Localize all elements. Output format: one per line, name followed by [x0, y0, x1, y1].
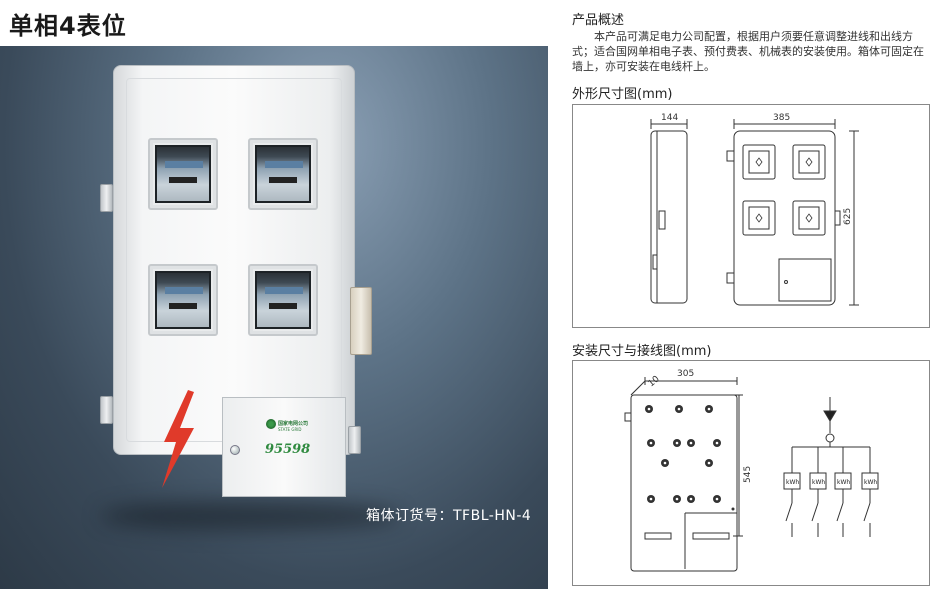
logo-company: 国家电网公司 — [278, 421, 309, 427]
hinge-bottom — [100, 396, 113, 424]
meter-label — [265, 287, 303, 294]
logo-company-en: STATE GRID — [278, 427, 302, 432]
side-latch — [350, 287, 372, 355]
meter-1 — [155, 145, 211, 203]
meter-label — [265, 161, 303, 168]
state-grid-logo-icon — [266, 419, 276, 429]
meter-window-1 — [148, 138, 218, 210]
logo-hotline: 95598 — [265, 442, 311, 457]
outline-height-dim: 625 — [843, 208, 853, 225]
meter-2 — [255, 145, 311, 203]
meter-label — [165, 287, 203, 294]
hinge-top — [100, 184, 113, 212]
install-offset-dim: 10 — [647, 374, 662, 389]
kwh-label-2: kWh — [812, 479, 825, 486]
outline-drawing-svg: 144 385 625 — [650, 113, 859, 306]
overview-heading: 产品概述 — [572, 13, 625, 28]
box-inner-frame — [126, 78, 342, 442]
outline-width-dim: 385 — [773, 113, 790, 123]
overview-text: 本产品可满足电力公司配置，根据用户须要任意调整进线和出线方式；适合国网单相电子表… — [572, 30, 924, 73]
install-heading: 安装尺寸与接线图(mm) — [572, 344, 712, 359]
meter-4 — [255, 271, 311, 329]
hinge-right — [348, 426, 361, 454]
meter-window-2 — [248, 138, 318, 210]
kwh-label-1: kWh — [786, 479, 799, 486]
install-drawing-svg: 10 305 545 kWh kWh kWh kWh — [624, 369, 879, 572]
install-drawing: 10 305 545 kWh kWh kWh kWh — [572, 360, 930, 586]
meter-3 — [155, 271, 211, 329]
install-height-dim: 545 — [743, 466, 753, 483]
door-lock-icon — [230, 445, 240, 455]
meter-box-door: 国家电网公司 STATE GRID 95598 — [222, 397, 346, 497]
outline-drawing: 144 385 625 — [572, 104, 930, 328]
meter-window-4 — [248, 264, 318, 336]
meter-window-3 — [148, 264, 218, 336]
product-photo: 国家电网公司 STATE GRID 95598 箱体订货号：TFBL-HN-4 — [0, 46, 548, 589]
photo-caption: 箱体订货号：TFBL-HN-4 — [366, 508, 532, 524]
outline-depth-dim: 144 — [661, 113, 678, 123]
kwh-label-3: kWh — [837, 479, 850, 486]
meter-digits — [269, 303, 297, 309]
page-title: 单相4表位 — [9, 12, 127, 40]
lightning-bolt-icon — [162, 390, 194, 488]
outline-heading: 外形尺寸图(mm) — [572, 87, 673, 102]
meter-digits — [169, 303, 197, 309]
kwh-label-4: kWh — [864, 479, 877, 486]
meter-digits — [169, 177, 197, 183]
install-width-dim: 305 — [677, 369, 694, 379]
box-shadow — [100, 501, 400, 531]
meter-digits — [269, 177, 297, 183]
meter-label — [165, 161, 203, 168]
